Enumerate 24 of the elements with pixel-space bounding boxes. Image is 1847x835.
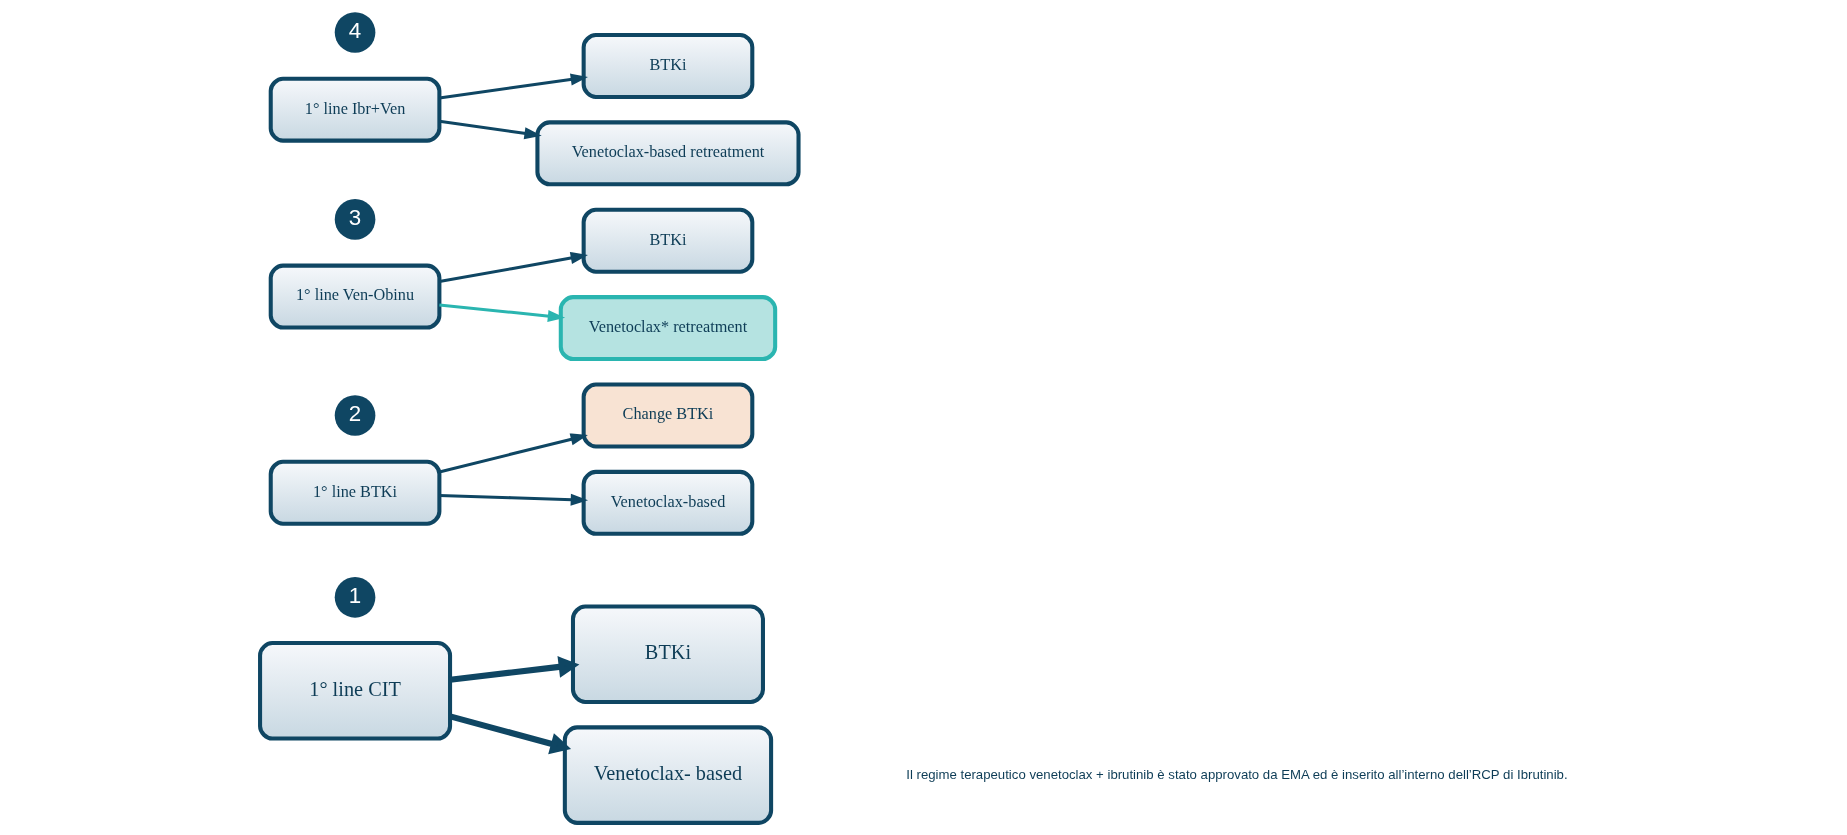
arrow (449, 656, 579, 683)
node-circle: 1 (334, 577, 375, 618)
arrow (438, 73, 588, 100)
arrow (438, 303, 565, 323)
node-box: Venetoclax-based retreatment (534, 120, 801, 187)
node-box: 1° line Ven-Obinu (268, 263, 441, 330)
node-box: Venetoclax-based (581, 469, 754, 536)
node-box: Venetoclax- based (562, 725, 773, 825)
node-box: 1° line CIT (257, 641, 452, 741)
arrow (438, 252, 588, 284)
arrow (438, 493, 588, 506)
node-box: BTKi (570, 604, 765, 704)
label: Il regime terapeutico venetoclax + ibrutinib è stato approvato da EMA ed è inserito all’interno dell’RCP di Ibrutinib. (905, 766, 1568, 782)
node-circle: 4 (334, 12, 375, 53)
node-box: 1° line Ibr+Ven (268, 76, 441, 143)
arrow (438, 433, 588, 474)
node-box: BTKi (581, 207, 754, 274)
node-circle: 3 (334, 199, 375, 240)
node-box: 1° line BTKi (268, 459, 441, 526)
node-box: Venetoclax* retreatment (558, 295, 777, 362)
node-box: BTKi (581, 32, 754, 99)
node-circle: 2 (334, 395, 375, 436)
arrow (438, 119, 542, 140)
node-box: Change BTKi (581, 382, 754, 449)
